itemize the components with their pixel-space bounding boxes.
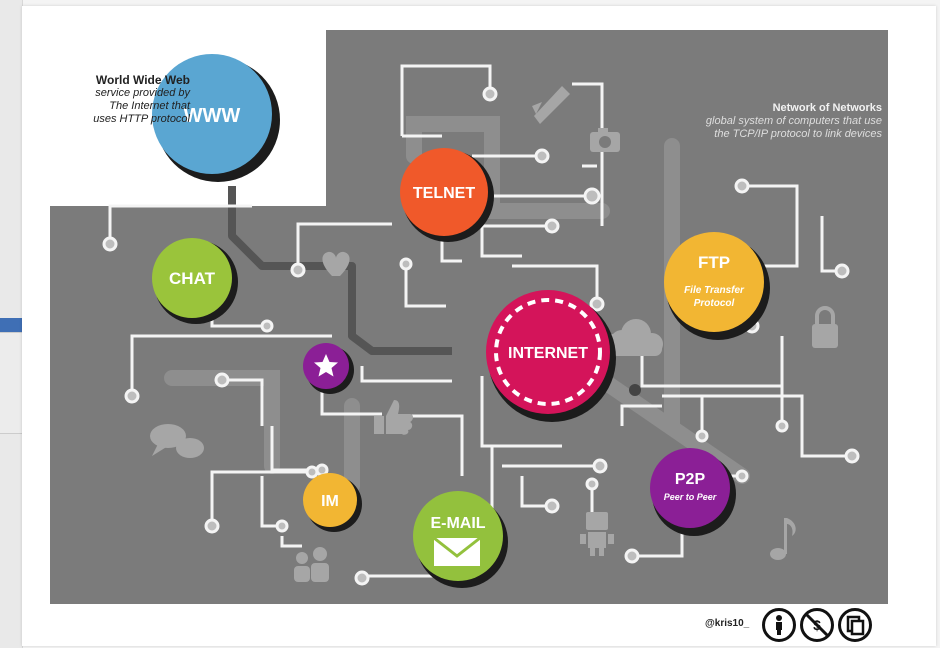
infographic-card: WWW CHAT TELNET INTERNET FTP File Transf… (22, 6, 936, 646)
lock-icon (812, 306, 838, 348)
network-diagram: WWW CHAT TELNET INTERNET FTP File Transf… (50, 30, 888, 604)
bubble-p2p (650, 448, 730, 528)
internet-label: INTERNET (508, 345, 588, 362)
cc-nc-icon: $ (800, 608, 834, 642)
www-caption-line: uses HTTP protocol (93, 113, 190, 125)
bubble-chat (152, 238, 232, 318)
www-caption-title: World Wide Web (95, 73, 190, 87)
chat-bubbles-icon (150, 424, 204, 458)
icon-layer (150, 86, 838, 582)
p2p-sub-label: Peer to Peer (664, 492, 717, 502)
bubble-ftp (664, 232, 764, 332)
p2p-label: P2P (675, 471, 706, 488)
bubble-www (152, 54, 272, 174)
cloud-icon (610, 319, 663, 356)
thumbs-up-icon (374, 400, 413, 435)
network-caption-title: Network of Networks (772, 102, 882, 114)
bubble-email (413, 491, 503, 581)
heart-icon (322, 251, 350, 276)
bubble-telnet (400, 148, 488, 236)
telnet-label: TELNET (413, 185, 475, 202)
camera-icon (590, 128, 620, 152)
cc-nd-icon (838, 608, 872, 642)
author-credit: @kris10_ (705, 618, 750, 629)
junction-dot (629, 384, 641, 396)
ftp-label: FTP (698, 253, 730, 272)
network-caption-line: global system of computers that use (705, 115, 882, 127)
im-label: IM (321, 493, 339, 510)
bubble-internet (486, 290, 610, 414)
www-caption: World Wide Web service provided by The I… (62, 74, 190, 126)
email-label: E-MAIL (430, 515, 485, 532)
bubble-im (303, 473, 357, 527)
www-caption-line: service provided by (95, 87, 190, 99)
ftp-sub-line-2: Protocol (694, 298, 735, 309)
ftp-sub-line-1: File Transfer (684, 285, 745, 296)
www-link (228, 186, 452, 355)
cc-by-icon (762, 608, 796, 642)
www-label: WWW (184, 105, 241, 127)
network-caption-line: the TCP/IP protocol to link devices (714, 128, 882, 140)
rocket-icon (532, 86, 570, 124)
people-icon (294, 547, 329, 582)
chat-label: CHAT (169, 269, 216, 288)
music-note-icon (770, 518, 796, 560)
bubble-star (303, 343, 349, 389)
star-icon (314, 354, 338, 377)
network-caption: Network of Networks global system of com… (642, 102, 882, 141)
www-caption-line: The Internet that (109, 100, 190, 112)
robot-icon (580, 512, 614, 556)
endpoint-dots (102, 86, 860, 586)
envelope-icon (433, 536, 481, 566)
